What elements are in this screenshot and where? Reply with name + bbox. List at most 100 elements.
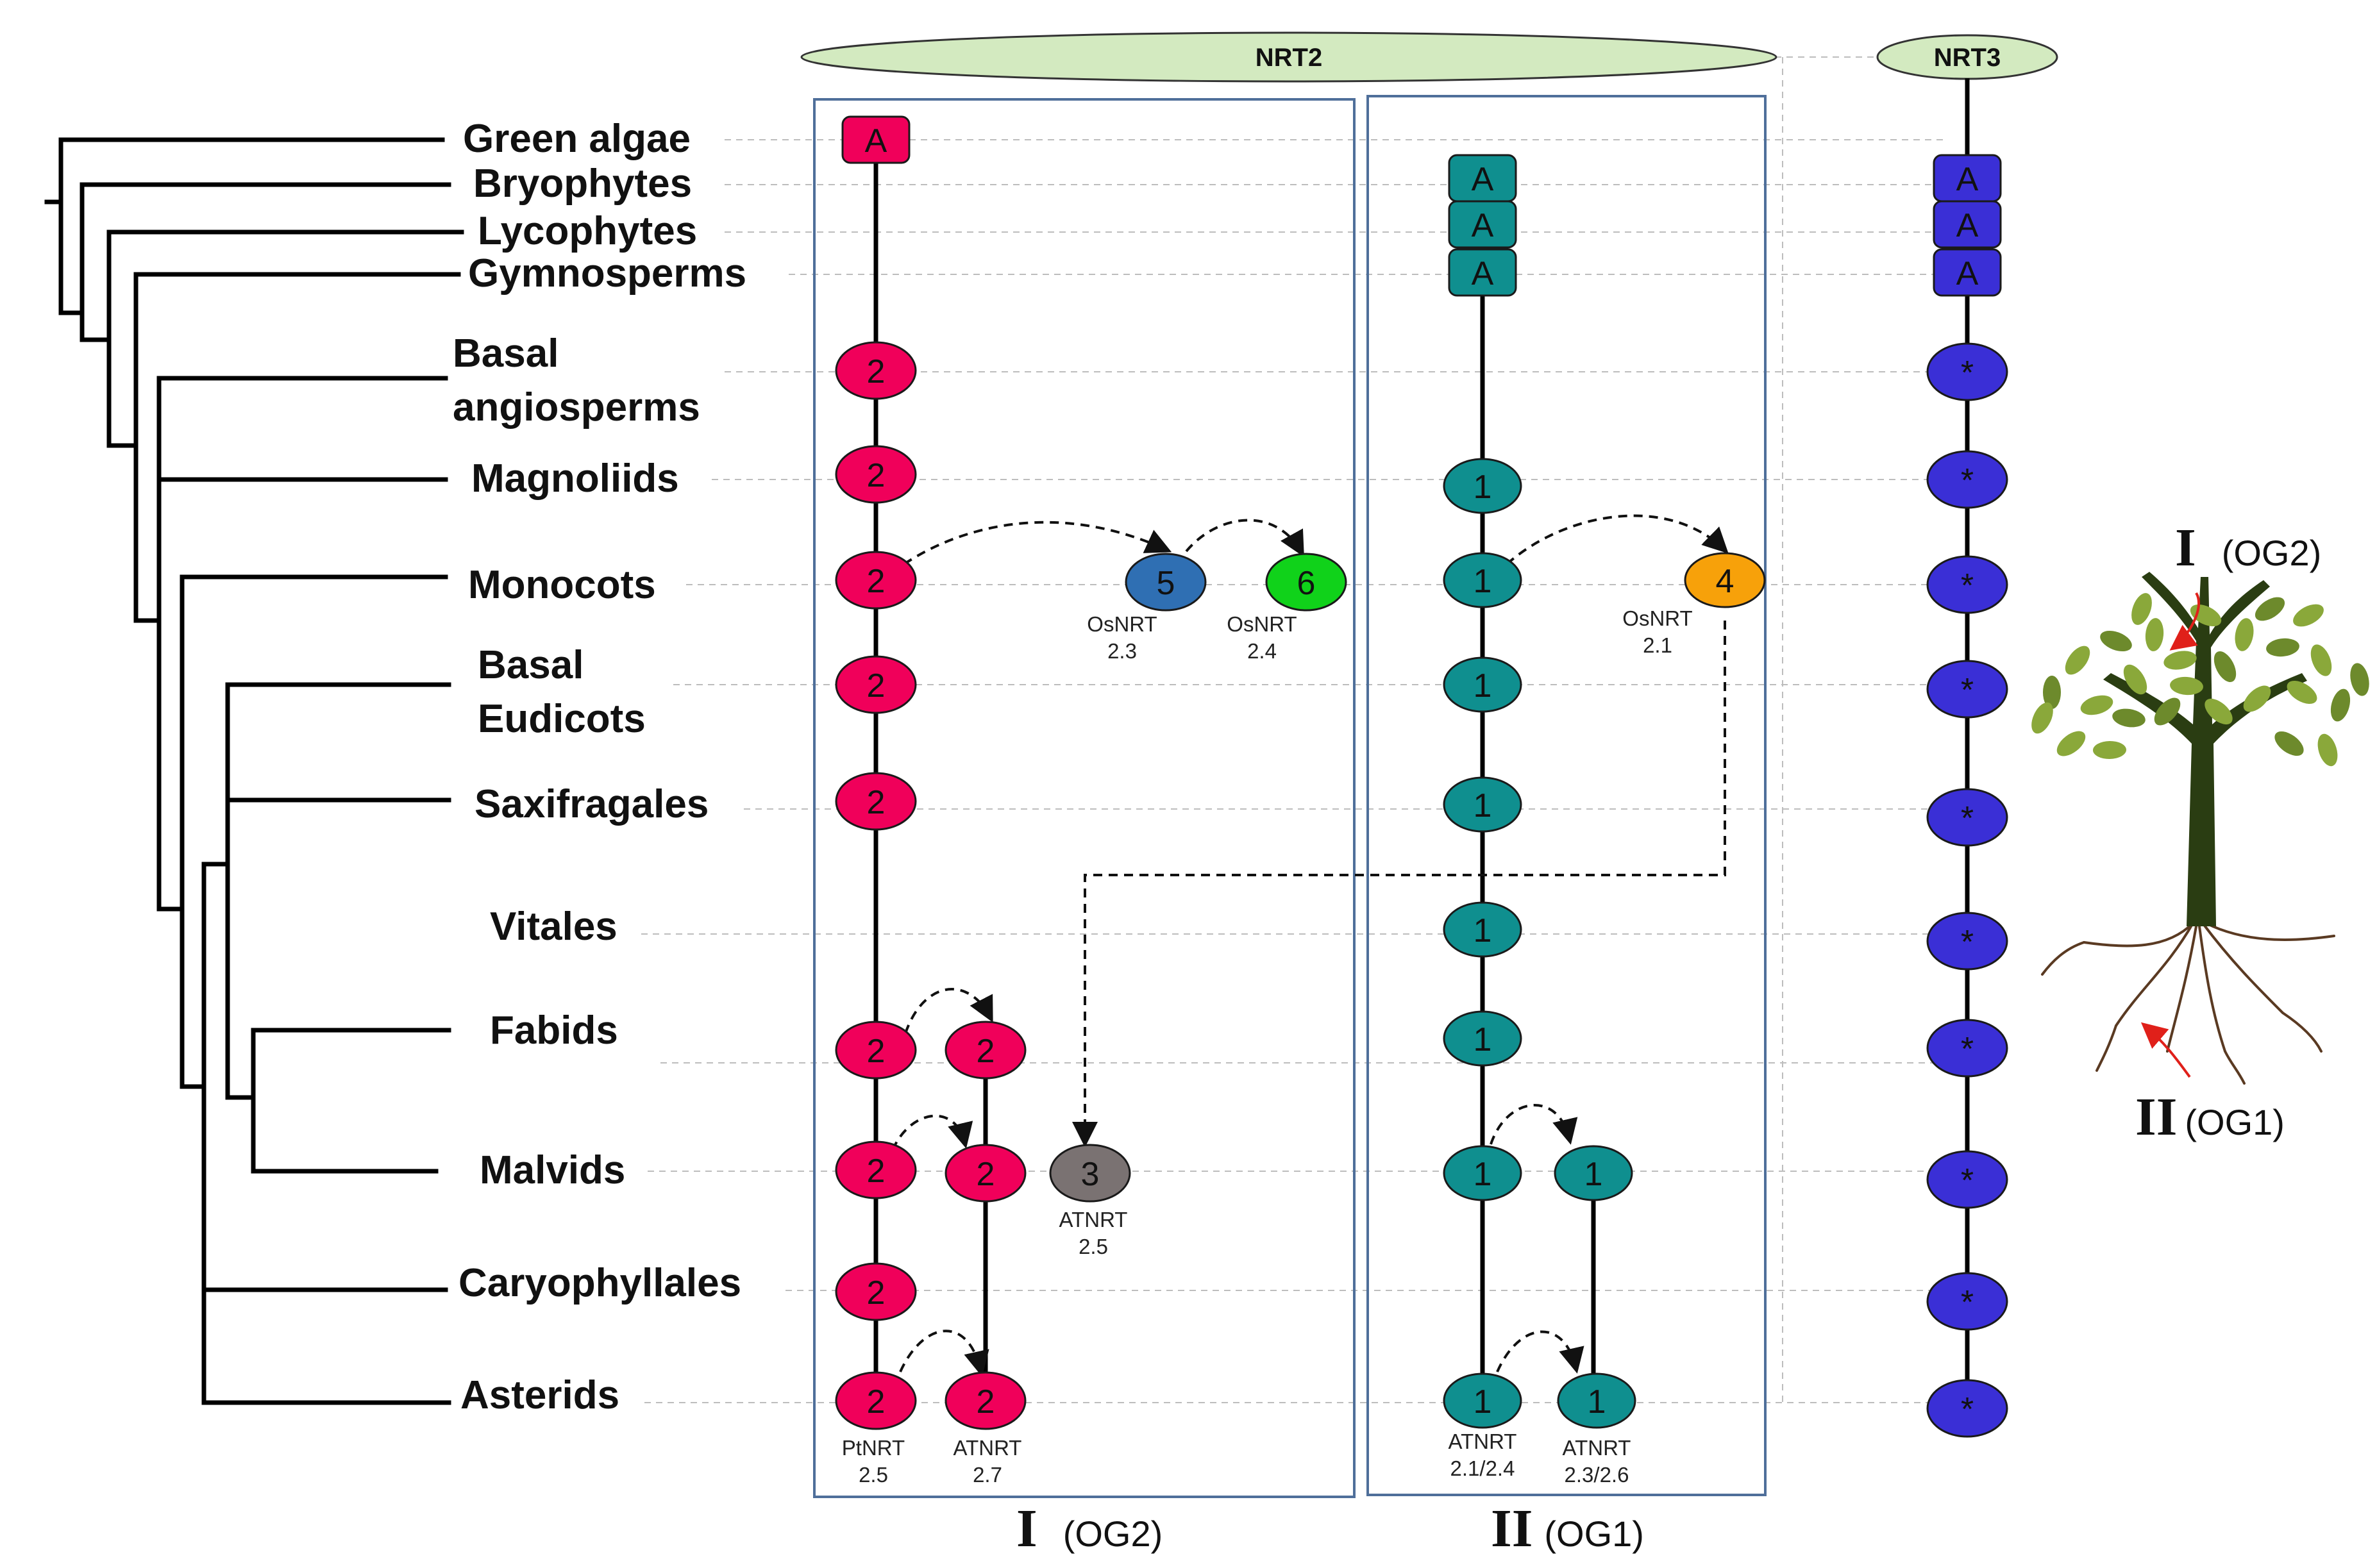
arrow-osnrt21-to-atnrt25 xyxy=(1072,621,1726,1147)
tree-top-code: (OG2) xyxy=(2222,533,2322,573)
og2-node-1-shape xyxy=(835,445,917,504)
og1-node-5-label: 1 xyxy=(1474,1021,1492,1058)
taxon-caryophyllales: Caryophyllales xyxy=(458,1261,741,1305)
nrt3-node-5: * xyxy=(1926,912,2008,971)
tree-leaf xyxy=(2213,651,2237,683)
og2-node-malvids-copy-label: 2 xyxy=(977,1156,995,1193)
og1-node-3: 1 xyxy=(1443,776,1522,833)
og1-node-7: 1 xyxy=(1443,1372,1522,1429)
og1-node-7-shape xyxy=(1443,1372,1522,1429)
node-atnrt25-label: 3 xyxy=(1081,1156,1100,1193)
og1-node-bryophytes-label: A xyxy=(1472,161,1494,198)
tree-leaf xyxy=(2274,731,2304,756)
og1-node-4-label: 1 xyxy=(1474,912,1492,949)
og2-node-0-shape xyxy=(835,341,917,400)
tree-leaf xyxy=(2100,630,2132,652)
og1-panel xyxy=(1366,95,1767,1496)
red-arrow-top xyxy=(2169,592,2201,651)
og2-node-atnrt27-label: 2 xyxy=(977,1383,995,1421)
tree-leaf xyxy=(2080,695,2113,715)
lineage-stems xyxy=(873,78,1970,1404)
og1-node-gymnosperms-shape xyxy=(1448,248,1517,297)
nrt3-node-gymnosperms-label: A xyxy=(1956,255,1979,292)
nrt3-node-8-shape xyxy=(1926,1272,2008,1331)
label-atnrt2326-prefix: ATNRT xyxy=(1563,1436,1631,1460)
og1-node-gymnosperms: A xyxy=(1448,248,1517,297)
tree-leaf xyxy=(2145,618,2164,651)
tree-leaf xyxy=(2065,646,2090,675)
og1-code: (OG1) xyxy=(1544,1514,1644,1554)
og1-node-lycophytes-label: A xyxy=(1472,207,1494,244)
nrt3-node-7: * xyxy=(1926,1150,2008,1209)
taxon-basal-angiosperms-text: Basal xyxy=(453,331,559,376)
og2-node-7-label: 2 xyxy=(867,1274,886,1312)
og2-node-fabids-copy-label: 2 xyxy=(977,1033,995,1070)
og2-node-1-label: 2 xyxy=(867,457,886,494)
nrt3-node-0-label: * xyxy=(1961,354,1974,392)
taxon-magnoliids: Magnoliids xyxy=(471,456,679,501)
tree-leaf xyxy=(2170,676,2203,696)
red-arrow-bottom xyxy=(2140,1022,2191,1078)
tree-leaf xyxy=(2255,597,2285,621)
tree-label-bottom: II(OG1) xyxy=(2135,1087,2285,1147)
tree-leaf xyxy=(2243,685,2271,712)
group-labels: I(OG2) II(OG1) xyxy=(1016,1499,1644,1558)
tree-leaf xyxy=(2056,731,2086,756)
nrt3-node-4-label: * xyxy=(1961,800,1974,837)
og2-node-fabids-copy-shape xyxy=(945,1021,1027,1080)
row-guide-lines xyxy=(641,56,1943,1403)
nrt3-node-1-label: * xyxy=(1961,462,1974,499)
og1-group-label: II (OG1) xyxy=(1491,1499,1644,1558)
tree-leaf xyxy=(2205,698,2233,725)
og2-node-2: 2 xyxy=(835,551,917,610)
nrt3-node-bryophytes-label: A xyxy=(1956,161,1979,198)
tree-roots xyxy=(2041,922,2335,1085)
tree-leaf xyxy=(2123,664,2147,695)
tree-leaf xyxy=(2310,644,2332,676)
label-ptnrt25-prefix: PtNRT xyxy=(842,1436,905,1460)
tree-trunk xyxy=(2103,572,2307,926)
taxon-malvids: Malvids xyxy=(480,1148,625,1192)
arrow-og2-to-osnrt23 xyxy=(903,521,1172,565)
arrow-osnrt23-to-osnrt24 xyxy=(1185,519,1304,557)
og1-node-atnrt2326-label: 1 xyxy=(1588,1383,1606,1421)
og2-node-green-algae-shape xyxy=(841,115,911,164)
nrt3-node-lycophytes-shape xyxy=(1933,200,2002,249)
label-atnrt25-number: 2.5 xyxy=(1079,1235,1108,1258)
og1-node-2-shape xyxy=(1443,656,1522,713)
taxon-vitales: Vitales xyxy=(490,905,617,949)
og2-node-3-shape xyxy=(835,655,917,714)
nrt3-node-2-shape xyxy=(1926,555,2008,614)
og2-node-8: 2 xyxy=(835,1371,917,1430)
og2-node-malvids-copy-shape xyxy=(945,1144,1027,1203)
tree-leaf xyxy=(2131,593,2152,625)
taxon-monocots: Monocots xyxy=(468,563,656,607)
node-atnrt25: 3 xyxy=(1049,1144,1131,1203)
og1-node-malvids-copy-shape xyxy=(1554,1145,1633,1201)
og2-node-7-shape xyxy=(835,1262,917,1321)
og2-code: (OG2) xyxy=(1063,1514,1163,1554)
og2-node-1: 2 xyxy=(835,445,917,504)
og2-node-4-shape xyxy=(835,772,917,831)
nrt3-node-6-shape xyxy=(1926,1019,2008,1078)
nrt3-node-3: * xyxy=(1926,660,2008,719)
label-ptnrt25-number: 2.5 xyxy=(859,1463,888,1487)
og1-node-6: 1 xyxy=(1443,1145,1522,1201)
nrt3-node-6: * xyxy=(1926,1019,2008,1078)
og1-roman: II xyxy=(1491,1499,1533,1558)
nrt3-header-label: NRT3 xyxy=(1934,44,2001,72)
tree-leaf xyxy=(2235,618,2254,651)
og2-node-green-algae: A xyxy=(841,115,911,164)
nrt3-node-1: * xyxy=(1926,450,2008,509)
tree-leaf xyxy=(2163,651,2197,670)
og1-node-3-shape xyxy=(1443,776,1522,833)
tree-leaf xyxy=(2031,702,2053,734)
node-osnrt24: 6 xyxy=(1265,553,1347,612)
og2-node-5-label: 2 xyxy=(867,1033,886,1070)
og1-node-6-shape xyxy=(1443,1145,1522,1201)
duplication-arrows xyxy=(891,514,1729,1377)
